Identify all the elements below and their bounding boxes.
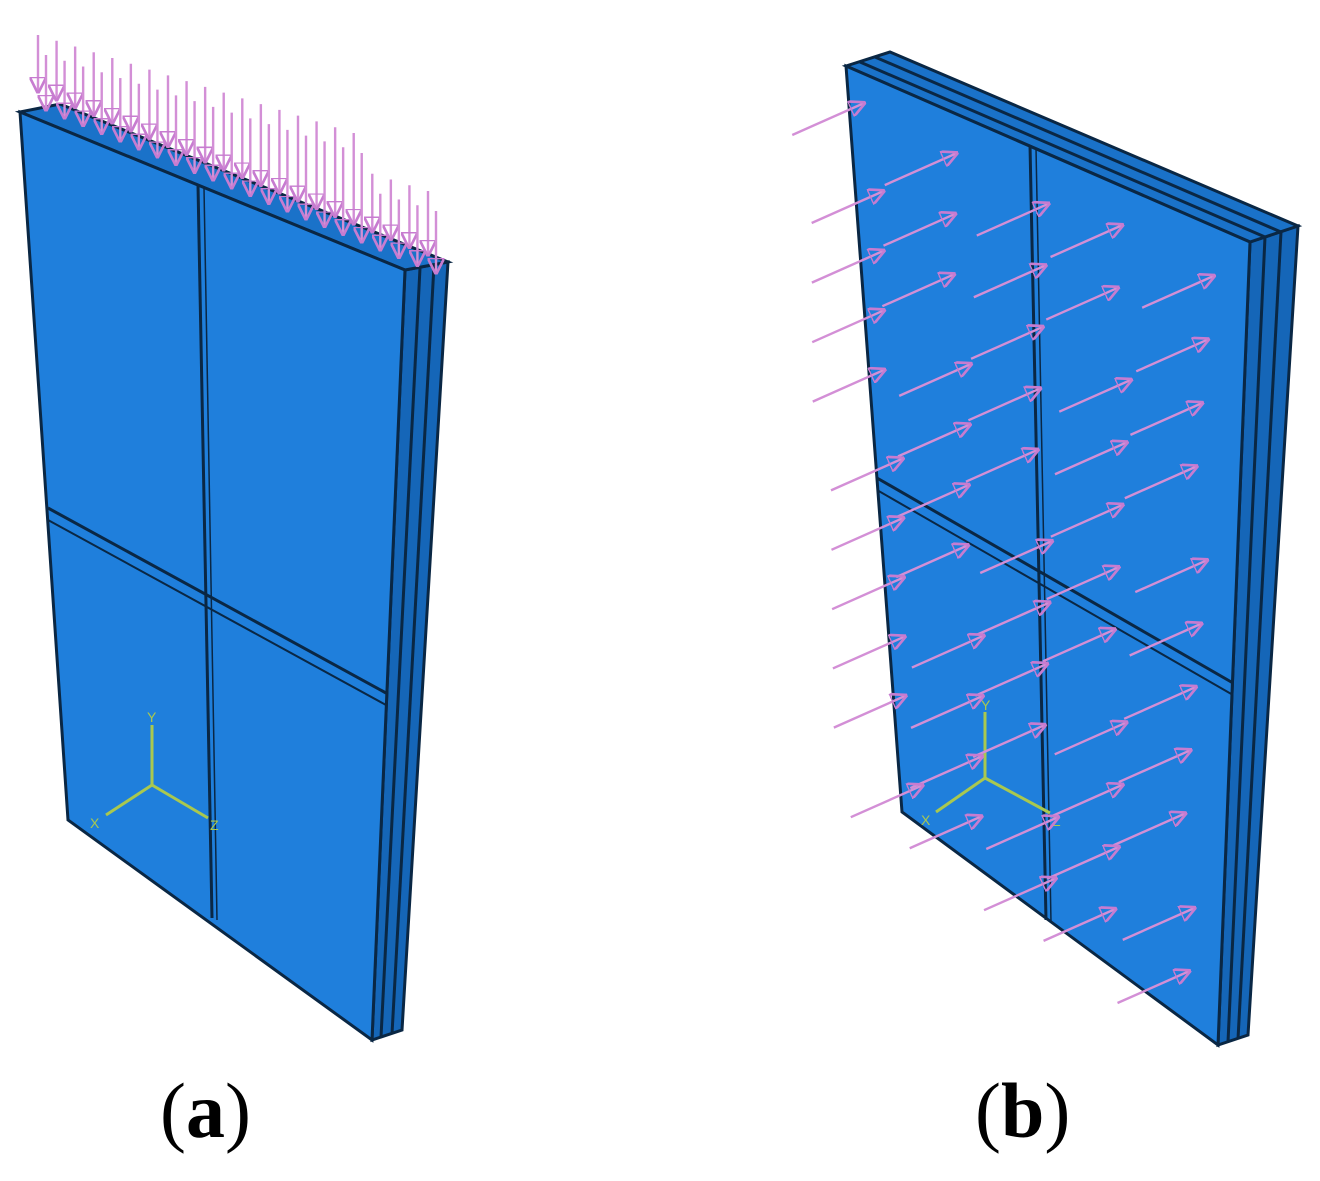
panel-b-top-layer [874,55,1282,234]
panel-a-layer-line [379,267,422,1038]
panel-a-vertical-seam [196,184,214,919]
panel-a-load-arrows [38,35,436,273]
pressure-load-arrow [1042,629,1115,663]
pressure-load-arrow [972,725,1045,758]
pressure-load-arrow [811,251,884,284]
pressure-load-arrow [832,636,905,670]
pressure-load-arrow [1122,908,1195,941]
pressure-load-arrow [910,696,983,729]
panel-b-triad-y-label: Y [981,697,991,713]
pressure-load-arrow [1129,403,1202,436]
pressure-load-arrow [882,214,955,247]
pressure-load-arrow [1134,560,1207,594]
pressure-load-arrow [1117,971,1190,1005]
pressure-load-arrow [973,265,1046,299]
pressure-load-arrow [1129,623,1202,657]
panel-a-triad-y-label: Y [147,709,157,725]
panel-a-triad-x-label: X [90,815,100,831]
panel-b-top-layer [859,60,1266,239]
pressure-load-arrow [791,103,864,137]
pressure-load-arrow [1046,567,1119,601]
panel-b-layer-line [1226,236,1267,1043]
pressure-load-arrow [884,153,957,187]
pressure-load-arrow [1123,687,1196,720]
pressure-load-arrow [974,664,1047,697]
pressure-load-arrow [1135,339,1208,373]
pressure-load-arrow [831,577,904,611]
pressure-load-arrow [811,310,884,344]
pressure-load-arrow [850,785,923,819]
panel-b-horizontal-seam [876,476,1234,685]
pressure-load-arrow [881,274,954,308]
pressure-load-arrow [896,485,969,518]
pressure-load-arrow [1058,380,1131,413]
pressure-load-arrow [965,450,1038,483]
panel-a-horizontal-seam [47,519,387,706]
pressure-load-arrow [812,370,885,403]
pressure-load-arrow [1124,466,1197,500]
pressure-load-arrow [1050,505,1123,538]
pressure-load-arrow [1046,847,1119,880]
pressure-load-arrow [830,518,903,551]
pressure-load-arrow [1045,288,1118,321]
pressure-load-arrow [1054,722,1127,756]
panel-b-horizontal-seam [876,489,1234,696]
pressure-load-arrow [979,541,1052,575]
pressure-load-arrow [897,424,970,458]
pressure-load-arrow [830,458,903,492]
panel-b-layer-line [1236,231,1283,1040]
pressure-load-arrow [1113,813,1186,847]
pressure-load-arrow [985,817,1058,851]
panel-b-load-arrows [791,103,1214,1005]
panel-a: Y X Z [14,35,454,1043]
pressure-load-arrow [1050,785,1123,818]
pressure-load-arrow [977,602,1050,636]
pressure-load-arrow [911,636,984,669]
pressure-load-arrow [983,878,1056,912]
panel-a-vertical-seam [203,187,218,921]
pressure-load-arrow [898,364,971,397]
panel-a-caption: (a) [160,1067,251,1154]
panel-a-triad-z-label: Z [210,817,219,833]
pressure-load-arrow [833,696,906,729]
panel-b-face [844,63,1252,1048]
panel-b-triad-x-label: X [921,812,931,828]
pressure-load-arrow [1054,442,1127,476]
pressure-load-arrow [970,327,1043,360]
panel-b-caption: (b) [975,1067,1071,1154]
panel-a-horizontal-seam [47,506,387,695]
pressure-load-arrow [1043,909,1116,942]
pressure-load-arrow [895,545,968,579]
pressure-load-arrow [967,388,1040,422]
pressure-load-arrow [1141,276,1214,309]
panel-b: Y X Z [791,50,1303,1048]
pressure-load-arrow [976,204,1049,237]
panel-a-layer-line [390,264,436,1035]
panel-a-axis-triad [105,725,209,820]
pressure-load-arrow [1118,750,1191,784]
pressure-load-arrow [1050,225,1123,259]
pressure-load-arrow [909,816,982,850]
pressure-load-arrow [811,191,884,225]
